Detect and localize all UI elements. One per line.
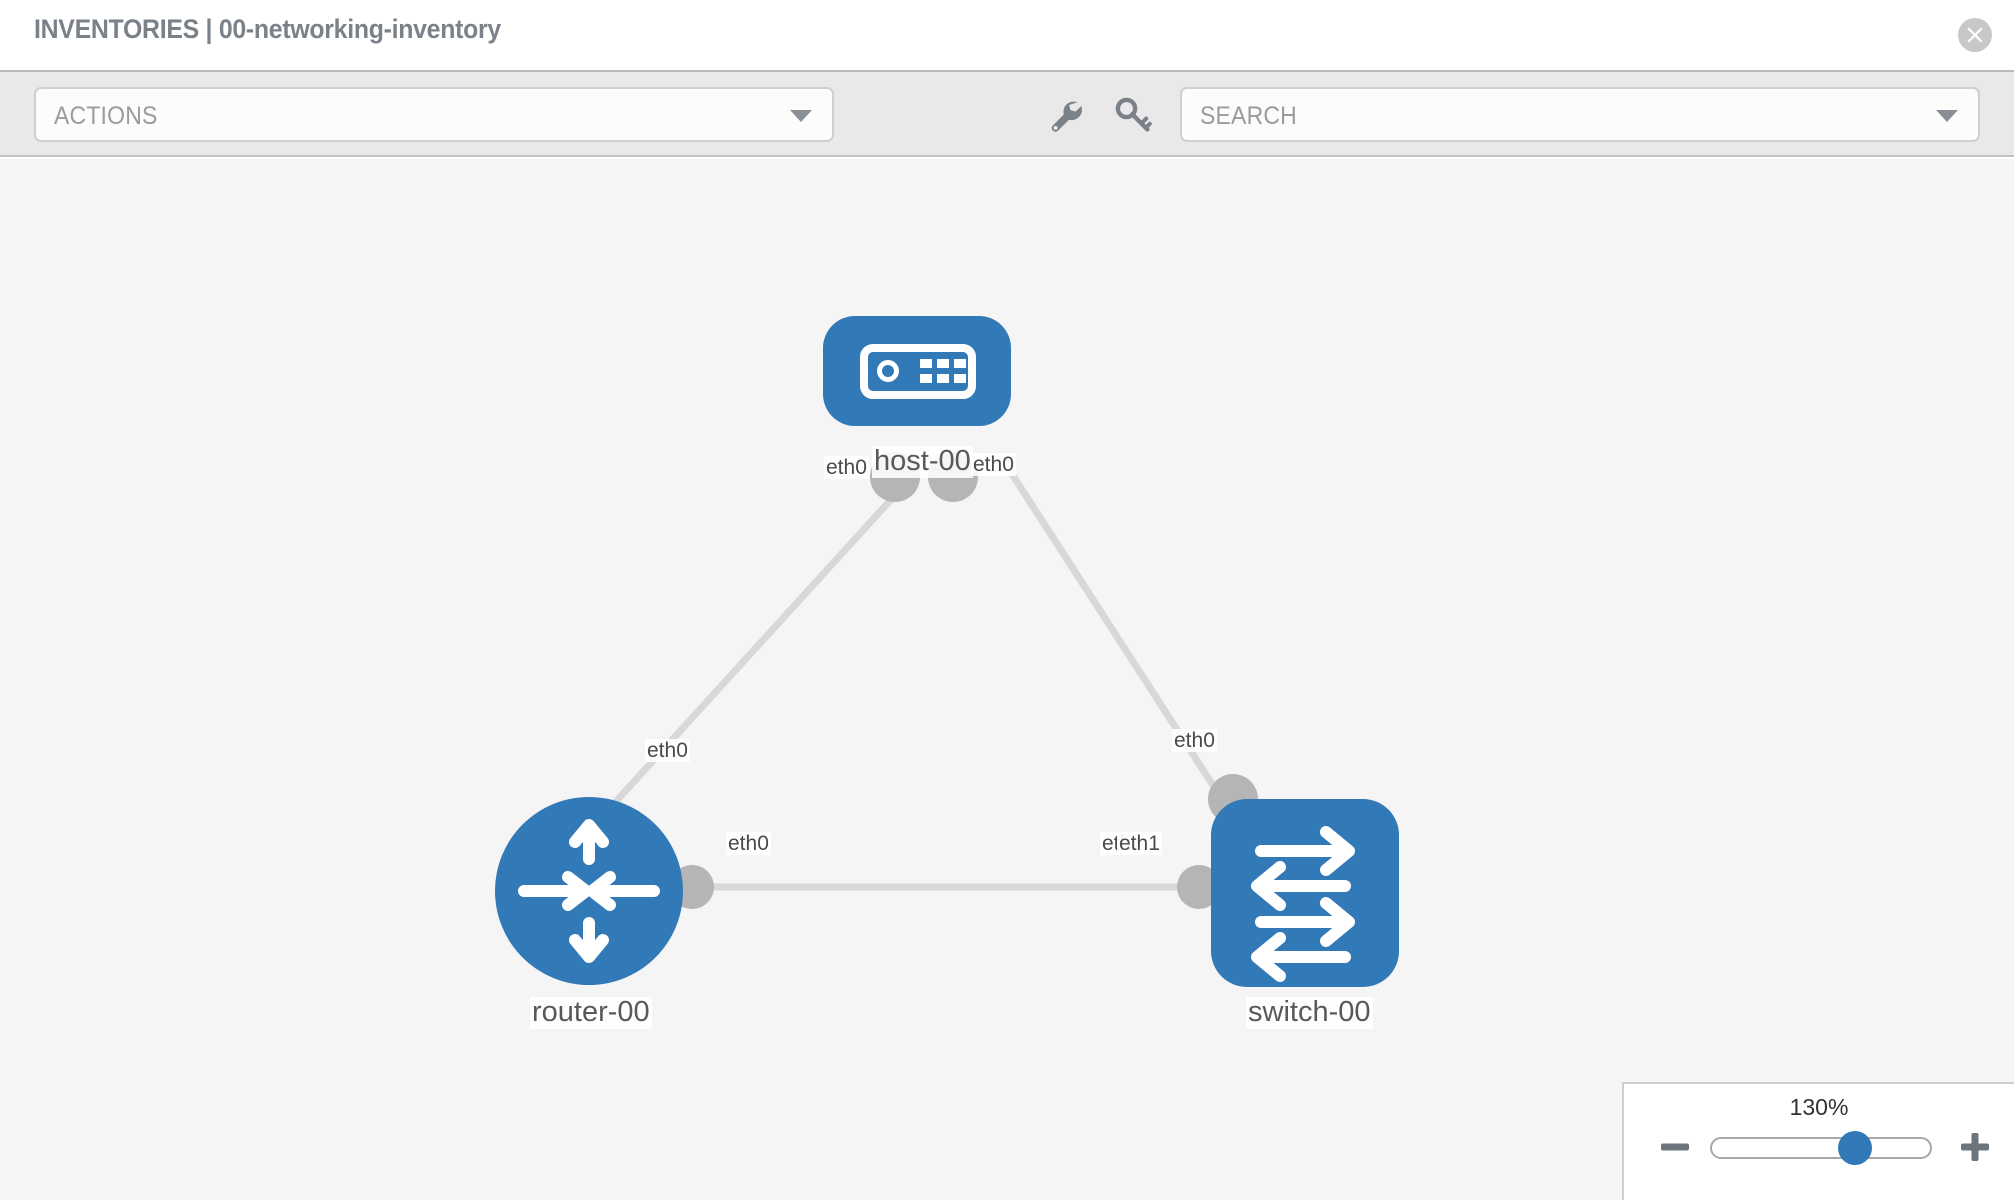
zoom-control-panel: 130%	[1622, 1082, 2014, 1200]
node-label-switch-00: switch-00	[1246, 996, 1373, 1029]
iface-label-host00-eth0-left: eth0	[824, 456, 869, 480]
chevron-down-icon	[790, 109, 812, 122]
node-switch-00[interactable]	[1211, 799, 1399, 987]
iface-label-switch00-eth1: eth1	[1117, 832, 1162, 856]
router-arrows-icon	[518, 819, 660, 963]
iface-label-router00-eth0: eth0	[726, 832, 771, 856]
topology-graph	[495, 316, 1399, 987]
node-router-00[interactable]	[495, 797, 683, 985]
topology-canvas[interactable]: host-00 router-00 switch-00 eth0 eth0 et…	[0, 159, 2014, 1200]
zoom-slider-row	[1624, 1130, 2014, 1170]
actions-dropdown[interactable]: ACTIONS	[34, 87, 834, 142]
wrench-icon[interactable]	[1044, 94, 1086, 136]
topology-links	[597, 468, 1228, 891]
key-icon[interactable]	[1112, 94, 1154, 136]
server-device-icon	[860, 344, 976, 399]
iface-label-switch00-eth0-uplink: eth0	[1172, 729, 1217, 753]
zoom-slider-thumb[interactable]	[1838, 1131, 1873, 1165]
search-input[interactable]: SEARCH	[1180, 87, 1980, 142]
iface-label-router00-eth0-uplink: eth0	[645, 739, 690, 763]
page-title: INVENTORIES | 00-networking-inventory	[34, 14, 501, 44]
node-label-host-00: host-00	[872, 445, 973, 478]
zoom-slider-track[interactable]	[1710, 1131, 1932, 1165]
search-placeholder: SEARCH	[1200, 102, 1297, 130]
node-host-00[interactable]	[823, 316, 1011, 426]
actions-dropdown-label: ACTIONS	[54, 102, 158, 130]
zoom-level-value: 130%	[1789, 1094, 1849, 1120]
iface-label-host00-eth0-right: eth0	[971, 453, 1016, 477]
switch-arrows-icon	[1251, 826, 1355, 982]
chevron-down-icon[interactable]	[1936, 109, 1958, 122]
page-header: INVENTORIES | 00-networking-inventory	[0, 0, 2014, 70]
close-icon[interactable]	[1958, 18, 1992, 52]
toolbar: ACTIONS SEARCH	[0, 70, 2014, 157]
link-host00-switch00[interactable]	[1007, 469, 1228, 806]
minus-icon[interactable]	[1658, 1130, 1692, 1164]
plus-icon[interactable]	[1958, 1130, 1992, 1164]
node-label-router-00: router-00	[530, 996, 652, 1029]
connector-dot	[1177, 865, 1221, 909]
link-host00-router00[interactable]	[597, 468, 920, 822]
